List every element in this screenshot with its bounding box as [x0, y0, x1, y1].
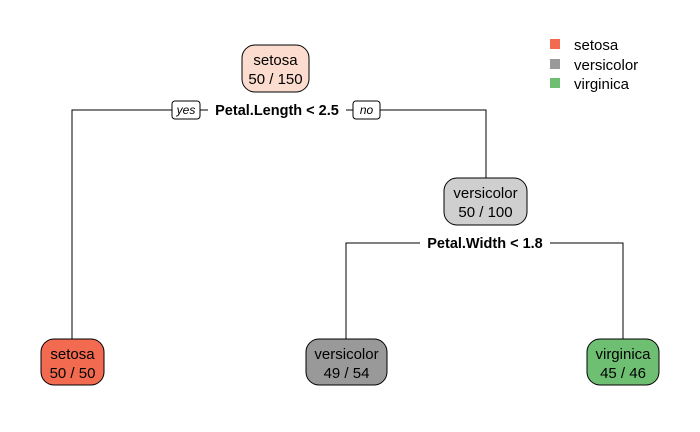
legend-label-virginica: virginica — [574, 76, 630, 93]
edge-inner-to-right-leaf — [550, 242, 624, 345]
legend: setosa versicolor virginica — [550, 37, 638, 93]
node-right-left-leaf-count: 49 / 54 — [324, 365, 370, 382]
edge-root-to-right-inner — [380, 109, 487, 178]
tree-edges — [71, 109, 624, 345]
edge-inner-to-left-leaf — [345, 242, 420, 345]
legend-label-setosa: setosa — [574, 37, 619, 54]
node-right-inner: versicolor 50 / 100 — [443, 177, 528, 226]
node-right-inner-class: versicolor — [453, 185, 517, 202]
legend-swatch-virginica — [550, 78, 560, 88]
node-root-box — [241, 44, 310, 93]
branch-tag-no-text: no — [360, 103, 374, 117]
node-right-right-leaf: virginica 45 / 46 — [586, 338, 660, 386]
node-left-leaf-class: setosa — [50, 346, 95, 363]
node-right-left-leaf: versicolor 49 / 54 — [305, 338, 388, 386]
branch-tag-no-box — [352, 100, 381, 120]
legend-swatch-versicolor — [550, 59, 560, 69]
node-right-left-leaf-class: versicolor — [314, 346, 378, 363]
branch-tag-yes-text: yes — [176, 103, 196, 117]
split-right-label: Petal.Width < 1.8 — [427, 236, 543, 252]
legend-swatch-setosa — [550, 39, 560, 49]
legend-label-versicolor: versicolor — [574, 57, 638, 74]
node-right-inner-count: 50 / 100 — [458, 204, 512, 221]
node-right-left-leaf-box — [305, 338, 388, 386]
node-root: setosa 50 / 150 — [241, 44, 310, 93]
branch-tag-no: no — [352, 100, 381, 120]
node-root-class: setosa — [253, 52, 298, 69]
node-left-leaf: setosa 50 / 50 — [40, 338, 105, 386]
node-left-leaf-box — [40, 338, 105, 386]
node-right-inner-box — [443, 177, 528, 226]
node-root-count: 50 / 150 — [248, 71, 302, 88]
branch-tag-yes-box — [171, 100, 201, 120]
node-right-right-leaf-box — [586, 338, 660, 386]
branch-tag-yes: yes — [171, 100, 201, 120]
node-right-right-leaf-count: 45 / 46 — [600, 365, 646, 382]
edge-root-to-left-leaf — [71, 109, 172, 345]
node-right-right-leaf-class: virginica — [595, 346, 651, 363]
split-root-label: Petal.Length < 2.5 — [215, 103, 339, 119]
node-left-leaf-count: 50 / 50 — [50, 365, 96, 382]
